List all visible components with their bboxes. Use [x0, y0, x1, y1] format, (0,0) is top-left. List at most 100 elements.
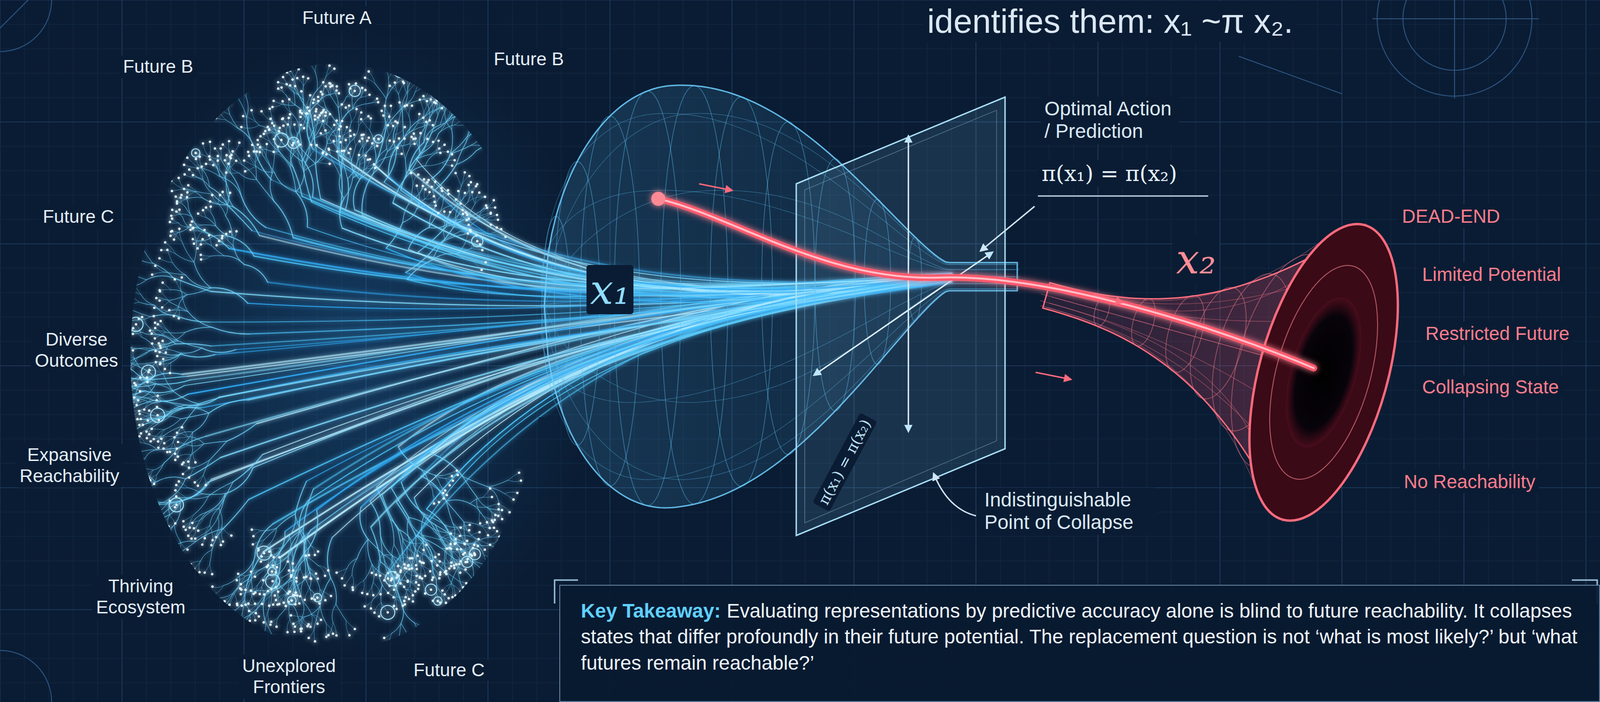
branch-twig: [405, 246, 436, 273]
branch-twig: [440, 109, 446, 126]
branch-twig: [470, 532, 480, 537]
branch-twig: [408, 105, 412, 117]
branch-twig: [425, 162, 442, 167]
branch-twig: [463, 541, 466, 555]
branch-twig: [427, 633, 437, 639]
branch-twig: [414, 548, 422, 566]
branch-twig: [351, 109, 357, 123]
branch-twig: [97, 422, 113, 428]
branch-twig: [317, 154, 327, 163]
branch-twig: [220, 159, 231, 174]
branch-twig: [459, 224, 469, 232]
corner-arc: [0, 0, 29, 29]
branch-twig: [143, 490, 148, 499]
branch-twig: [187, 443, 205, 446]
branch-twig: [281, 580, 295, 589]
branch-twig: [293, 167, 303, 197]
branch-twig: [268, 595, 271, 606]
branch-twig: [121, 394, 130, 400]
branch-twig: [252, 540, 265, 545]
branch-twig: [364, 147, 372, 160]
branch-twig: [156, 297, 170, 303]
branch-twig: [212, 214, 216, 226]
branch-twig: [245, 81, 251, 97]
branch-twig: [397, 529, 415, 549]
branch-twig: [332, 85, 336, 95]
branch-twig: [315, 163, 321, 199]
branch-twig: [476, 497, 480, 513]
branch-twig: [139, 458, 145, 467]
branch-twig: [314, 123, 318, 140]
branch-twig: [135, 485, 143, 493]
branch-twig: [295, 191, 308, 228]
branch-twig: [400, 553, 404, 572]
branch-twig: [132, 418, 162, 432]
branch-twig: [132, 494, 140, 505]
branch-twig: [488, 487, 505, 495]
branch-twig: [171, 180, 184, 190]
branch-twig: [135, 458, 145, 461]
branch-twig: [456, 142, 467, 165]
branch-twig: [180, 197, 185, 206]
branch-twig: [135, 348, 156, 351]
branch-twig: [99, 433, 114, 437]
branch-twig: [337, 151, 343, 161]
branch-twig: [345, 621, 350, 636]
branch-twig: [439, 533, 451, 541]
branch-twig: [336, 569, 347, 573]
branch-twig: [159, 535, 161, 548]
branch-twig: [378, 562, 382, 586]
branch-twig: [350, 125, 359, 143]
branch-twig: [218, 195, 221, 205]
branch-twig: [322, 114, 331, 124]
branch-twig: [174, 501, 181, 526]
branch-twig: [487, 504, 499, 508]
branch-twig: [101, 436, 114, 440]
branch-twig: [451, 539, 471, 562]
branch-twig: [411, 535, 417, 565]
branch-twig: [198, 167, 220, 177]
branch-twig: [181, 348, 202, 354]
branch-twig: [177, 454, 191, 458]
branch-twig: [487, 229, 502, 235]
branch-twig: [99, 387, 112, 390]
branch-twig: [424, 514, 440, 538]
branch-twig: [233, 454, 263, 482]
branch-twig: [205, 207, 213, 215]
branch-twig: [116, 405, 124, 415]
branch-twig: [450, 145, 471, 154]
branch-twig: [472, 192, 475, 204]
branch-twig: [152, 510, 161, 517]
branch-twig: [359, 164, 376, 180]
branch-twig: [361, 174, 373, 216]
branch-twig: [133, 517, 145, 522]
branch-twig: [325, 65, 330, 77]
branch-twig: [439, 537, 453, 552]
branch-twig: [424, 514, 446, 526]
branch-twig: [245, 582, 249, 591]
branch-twig: [401, 601, 415, 624]
branch-twig: [306, 546, 310, 573]
branch-twig: [313, 99, 320, 107]
branch-twig: [452, 551, 465, 553]
branch-twig: [257, 576, 266, 587]
branch-twig: [107, 393, 120, 397]
branch-twig: [217, 494, 226, 518]
branch-twig: [119, 413, 131, 419]
branch-twig: [162, 341, 178, 346]
branch-twig: [225, 120, 238, 129]
branch-twig: [417, 226, 447, 253]
branch-twig: [174, 232, 179, 240]
branch-twig: [458, 101, 462, 113]
branch-twig: [167, 442, 174, 453]
branch-twig: [103, 427, 112, 441]
branch-twig: [274, 201, 294, 238]
branch-twig: [133, 241, 144, 250]
branch-twig: [351, 145, 356, 161]
branch-twig: [209, 186, 228, 205]
branch-twig: [221, 527, 223, 542]
branch-twig: [419, 186, 424, 196]
branch-twig: [157, 324, 168, 331]
branch-twig: [467, 208, 484, 218]
branch-twig: [276, 514, 296, 529]
